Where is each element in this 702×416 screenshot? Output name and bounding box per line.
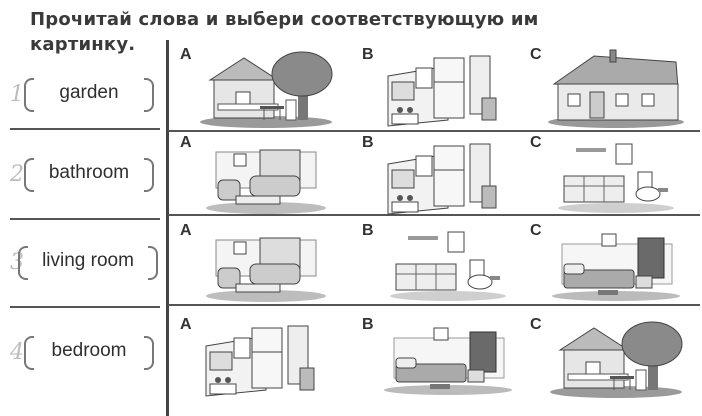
left-bracket <box>18 246 28 280</box>
row-divider <box>168 304 700 306</box>
option-letter: B <box>362 222 374 239</box>
option-letter: B <box>362 316 374 333</box>
word-label: garden <box>59 82 119 103</box>
word-row-1: 1 garden <box>0 74 166 118</box>
right-bracket <box>144 336 154 370</box>
garden-picture <box>196 48 336 128</box>
option-letter: B <box>362 46 374 63</box>
word-answer-box[interactable]: bedroom <box>24 332 154 372</box>
option-letter: A <box>180 134 192 151</box>
kitchen-picture <box>196 318 336 398</box>
left-bracket <box>24 158 34 192</box>
option-2c[interactable]: C <box>530 134 690 216</box>
word-answer-box[interactable]: living room <box>18 242 158 282</box>
word-label: bedroom <box>51 340 127 361</box>
word-row-3: 3 living room <box>0 242 166 286</box>
option-3b[interactable]: B <box>362 222 522 304</box>
row-divider <box>10 128 160 130</box>
left-bracket <box>24 336 34 370</box>
instruction-text: Прочитай слова и выбери соответствующую … <box>30 9 539 55</box>
right-bracket <box>144 78 154 112</box>
option-letter: B <box>362 134 374 151</box>
option-3a[interactable]: A <box>180 222 340 304</box>
option-4b[interactable]: B <box>362 316 522 398</box>
word-answer-box[interactable]: garden <box>24 74 154 114</box>
word-label: bathroom <box>48 162 130 183</box>
row-divider <box>168 214 700 216</box>
word-answer-box[interactable]: bathroom <box>24 154 154 194</box>
row-number: 1 <box>10 82 24 107</box>
bathroom-picture <box>378 224 518 304</box>
option-letter: C <box>530 46 542 63</box>
option-letter: C <box>530 134 542 151</box>
option-letter: A <box>180 46 192 63</box>
word-row-4: 4 bedroom <box>0 332 166 376</box>
option-1a[interactable]: A <box>180 46 340 128</box>
kitchen-picture <box>378 136 518 216</box>
option-3c[interactable]: C <box>530 222 690 304</box>
garden-picture <box>546 318 686 398</box>
left-bracket <box>24 78 34 112</box>
row-number: 2 <box>10 162 24 187</box>
living-room-picture <box>196 224 336 304</box>
option-letter: A <box>180 316 192 333</box>
bedroom-picture <box>378 318 518 398</box>
option-1b[interactable]: B <box>362 46 522 128</box>
option-4c[interactable]: C <box>530 316 690 398</box>
right-bracket <box>144 158 154 192</box>
row-divider <box>10 306 160 308</box>
option-letter: A <box>180 222 192 239</box>
option-1c[interactable]: C <box>530 46 690 128</box>
column-divider <box>166 40 169 416</box>
house-picture <box>546 48 686 128</box>
right-bracket <box>148 246 158 280</box>
option-2a[interactable]: A <box>180 134 340 216</box>
row-divider <box>168 130 700 132</box>
option-4a[interactable]: A <box>180 316 340 398</box>
option-letter: C <box>530 316 542 333</box>
option-letter: C <box>530 222 542 239</box>
kitchen-picture <box>378 48 518 128</box>
word-label: living room <box>42 250 134 271</box>
row-number: 4 <box>10 340 24 365</box>
option-2b[interactable]: B <box>362 134 522 216</box>
row-divider <box>10 218 160 220</box>
word-row-2: 2 bathroom <box>0 154 166 198</box>
living-room-picture <box>196 136 336 216</box>
bathroom-picture <box>546 136 686 216</box>
bedroom-picture <box>546 224 686 304</box>
row-number: 3 <box>10 250 24 275</box>
